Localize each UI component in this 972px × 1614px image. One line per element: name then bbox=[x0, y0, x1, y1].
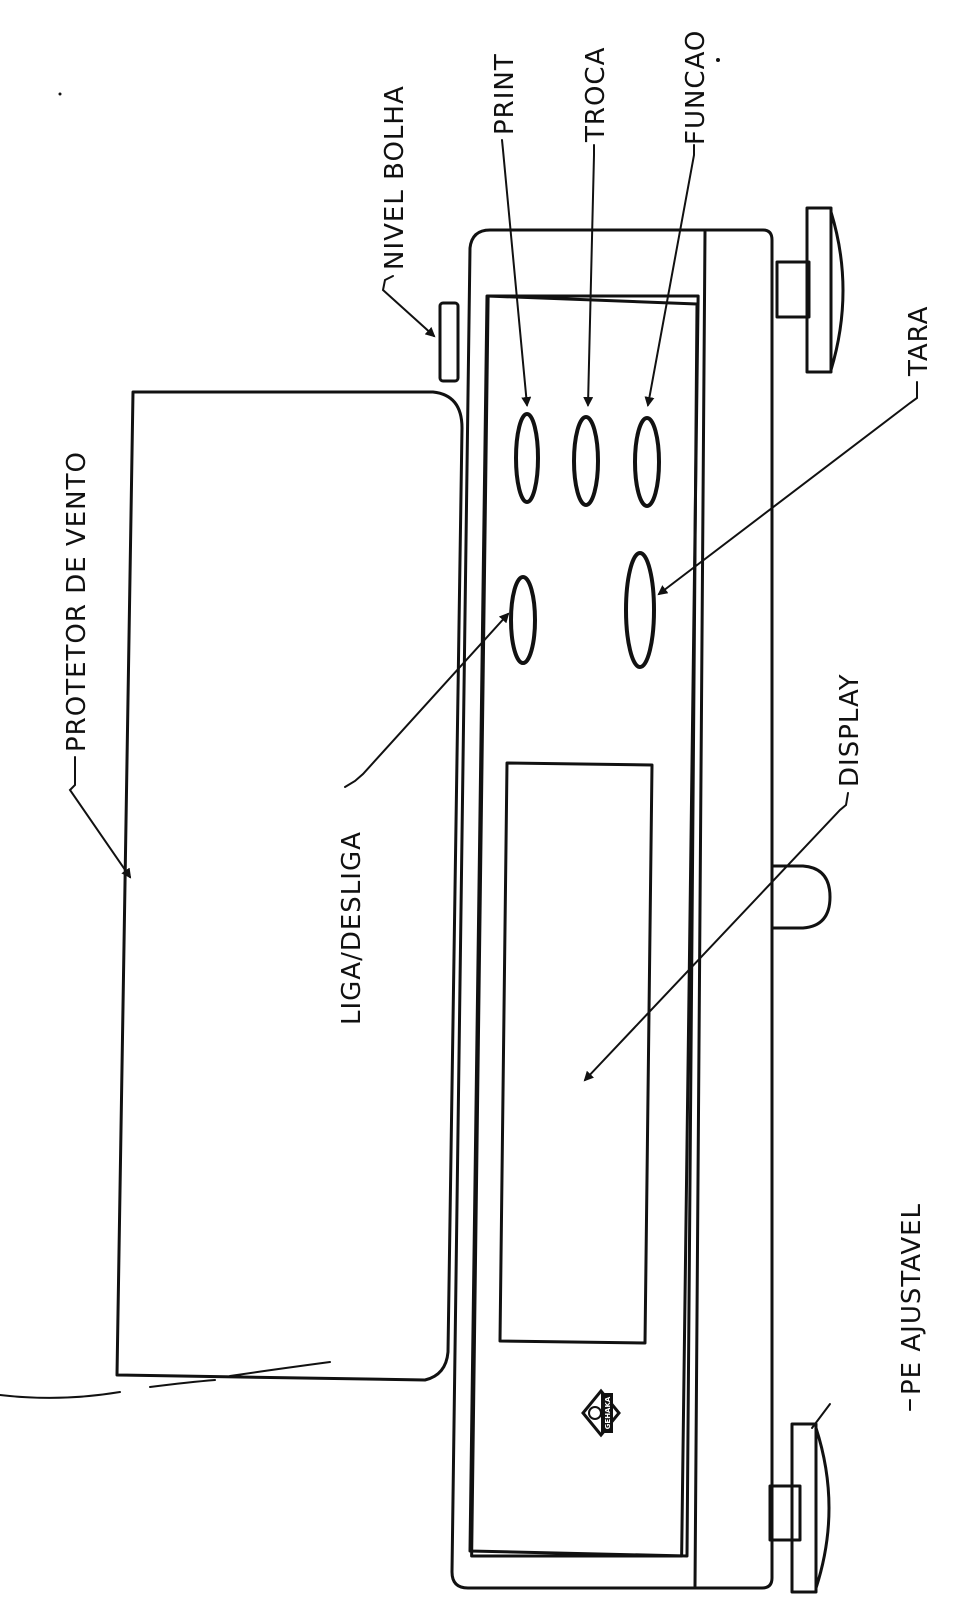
label-nivel-bolha: NIVEL BOLHA bbox=[380, 85, 410, 270]
label-protetor-de-vento: PROTETOR DE VENTO bbox=[62, 451, 92, 752]
top-foot-stem bbox=[775, 260, 811, 319]
leader-nivel bbox=[381, 275, 436, 338]
leader-liga bbox=[344, 612, 510, 788]
bottom-foot-stem bbox=[768, 1484, 802, 1542]
bottom-foot-curve bbox=[814, 1426, 831, 1590]
leader-troca bbox=[583, 144, 595, 407]
label-tara: TARA bbox=[904, 306, 934, 377]
leader-protetor bbox=[68, 756, 132, 879]
leader-tara bbox=[657, 381, 918, 596]
funcao-button[interactable] bbox=[633, 416, 661, 508]
label-pe-ajustavel: PE AJUSTAVEL bbox=[897, 1203, 927, 1395]
balance-body bbox=[450, 228, 774, 1590]
bottom-foot-tick bbox=[811, 1403, 831, 1429]
bottom-foot-disc bbox=[790, 1422, 818, 1594]
print-button[interactable] bbox=[514, 412, 540, 504]
body-side-line bbox=[693, 230, 707, 1588]
label-display: DISPLAY bbox=[835, 673, 865, 787]
control-panel-frame bbox=[468, 294, 699, 1558]
leader-print bbox=[501, 139, 532, 407]
wind-shield bbox=[115, 390, 464, 1382]
label-liga-desliga: LIGA/DESLIGA bbox=[337, 831, 367, 1025]
wind-shield-shadow bbox=[0, 1361, 331, 1399]
logo-text: GEHAKA bbox=[604, 1396, 612, 1429]
label-funcao: FUNCAO bbox=[681, 30, 711, 145]
speck bbox=[58, 92, 62, 96]
tara-button[interactable] bbox=[624, 551, 656, 669]
leader-funcao bbox=[644, 144, 695, 407]
middle-foot bbox=[770, 864, 832, 930]
troca-button[interactable] bbox=[572, 415, 600, 507]
display-window bbox=[498, 761, 654, 1345]
gehaka-logo: GEHAKA bbox=[581, 1388, 621, 1438]
top-foot-disc bbox=[805, 206, 833, 374]
liga-desliga-button[interactable] bbox=[509, 575, 537, 665]
bubble-level bbox=[438, 301, 460, 383]
top-foot-curve bbox=[829, 210, 845, 372]
label-print: PRINT bbox=[490, 53, 520, 135]
leader-display bbox=[583, 792, 849, 1082]
label-troca: TROCA bbox=[581, 47, 611, 143]
speck bbox=[716, 58, 720, 62]
